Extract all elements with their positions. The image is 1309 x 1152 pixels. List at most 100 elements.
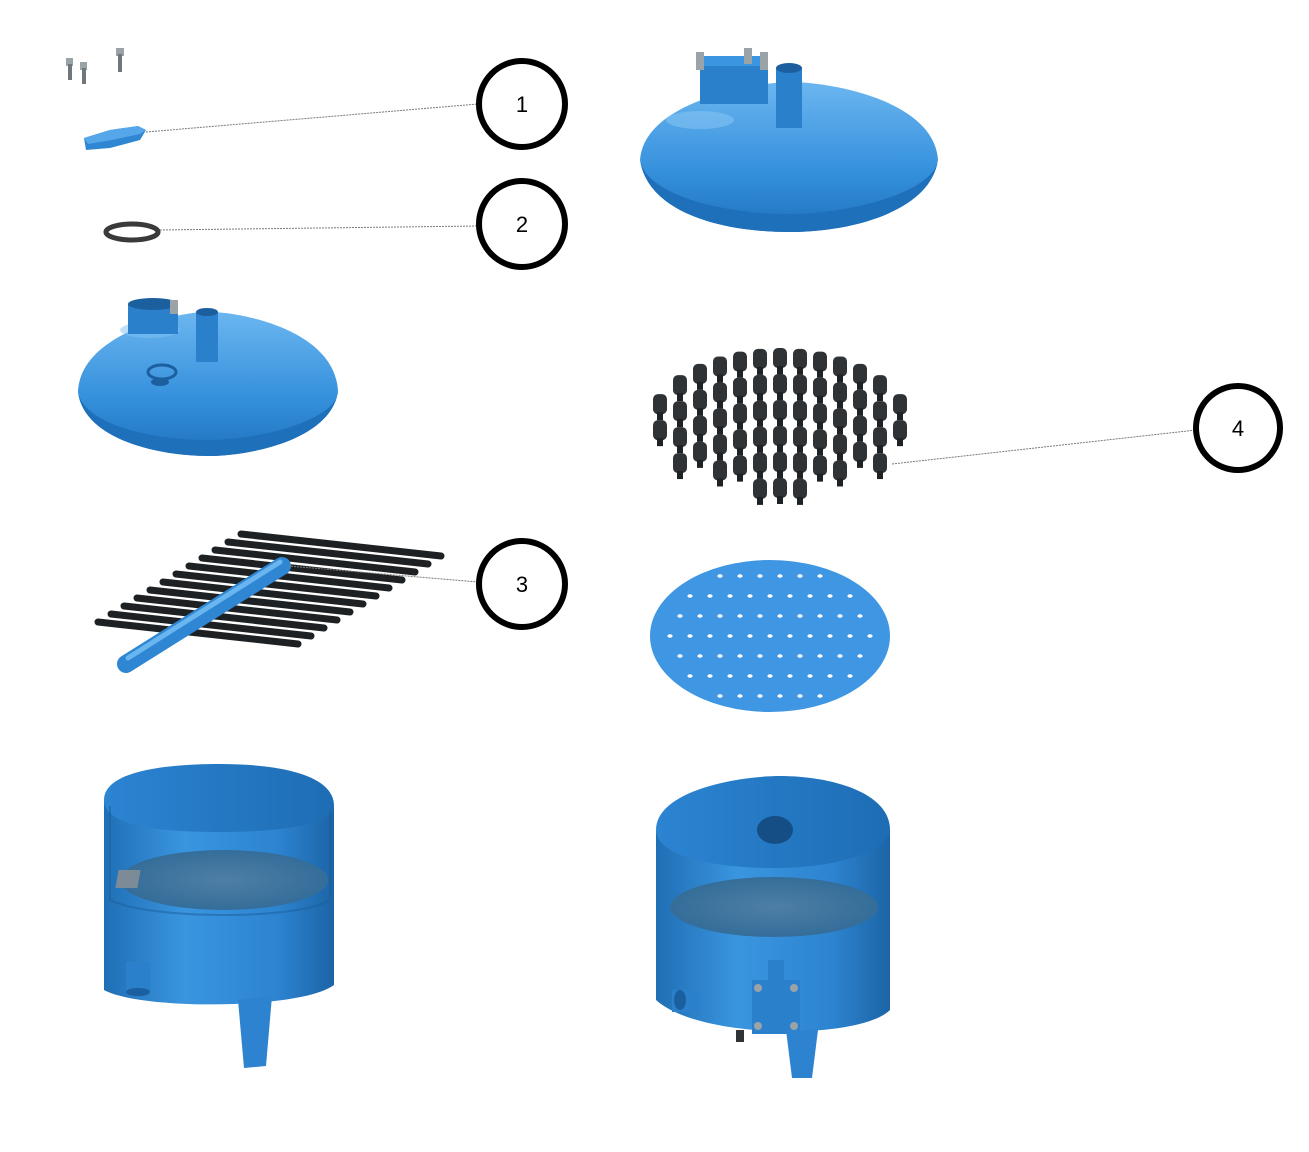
callout-3-label: 3 [516, 572, 528, 597]
nozzle [733, 455, 747, 482]
plate-hole [677, 614, 683, 618]
plate-hole [727, 594, 733, 598]
nozzle [713, 356, 727, 383]
nozzle [793, 478, 807, 505]
nozzle [833, 434, 847, 461]
plate-hole [717, 654, 723, 658]
nozzle [673, 427, 687, 454]
plate-hole [737, 614, 743, 618]
leader-line-2 [159, 225, 479, 231]
nozzle [793, 452, 807, 479]
plate-hole [737, 694, 743, 698]
plate-hole [837, 614, 843, 618]
nozzle [673, 453, 687, 480]
nozzle [833, 460, 847, 487]
plate-hole [747, 674, 753, 678]
nozzle [713, 434, 727, 461]
nozzle [833, 382, 847, 409]
dome-lid [78, 298, 338, 456]
vessel-body-right [656, 776, 890, 1078]
nozzle [693, 363, 707, 390]
nozzle [653, 394, 667, 421]
nozzle [733, 403, 747, 430]
nozzle [853, 389, 867, 416]
nozzle [853, 441, 867, 468]
plate-hole [707, 634, 713, 638]
nozzle [813, 351, 827, 378]
plate-holes [667, 574, 873, 698]
bolt-3 [116, 48, 124, 72]
plate-hole [747, 634, 753, 638]
plate-hole [757, 614, 763, 618]
plate-hole [837, 654, 843, 658]
callout-1: 1 [476, 58, 568, 150]
plate-hole [817, 654, 823, 658]
plate-hole [767, 594, 773, 598]
plate-hole [847, 674, 853, 678]
nozzle [753, 374, 767, 401]
plate-hole [817, 694, 823, 698]
manifold-pipe [117, 557, 291, 673]
nozzle [793, 374, 807, 401]
plate-hole [787, 634, 793, 638]
plate-hole [847, 634, 853, 638]
plate-hole [697, 614, 703, 618]
bolt-1 [66, 58, 73, 80]
nozzle [753, 426, 767, 453]
plate-hole [727, 674, 733, 678]
nozzle [773, 426, 787, 452]
lateral-pipe [146, 586, 354, 616]
nozzle [693, 441, 707, 468]
plate-hole [797, 574, 803, 578]
nozzle [773, 452, 787, 478]
nozzle [673, 401, 687, 428]
leader-lines [145, 103, 1197, 583]
nozzle [873, 401, 887, 428]
nozzle [713, 408, 727, 435]
nozzle [873, 375, 887, 402]
plate-hole [797, 654, 803, 658]
plate-hole [857, 654, 863, 658]
lateral-pipe [224, 538, 432, 568]
plate-hole [737, 654, 743, 658]
plate-hole [817, 574, 823, 578]
bolts [66, 48, 124, 84]
plate-hole [777, 574, 783, 578]
lateral-manifold [94, 530, 445, 673]
nozzle [793, 400, 807, 427]
plate-hole [757, 574, 763, 578]
dome-lid-assembled [640, 48, 938, 232]
plate-hole [817, 614, 823, 618]
nozzle [693, 415, 707, 442]
manifold-highlight [125, 559, 283, 661]
nozzle [893, 394, 907, 421]
lateral-pipe [211, 546, 419, 576]
leader-line-4 [891, 429, 1197, 465]
callout-3: 3 [476, 538, 568, 630]
plate-hole [777, 694, 783, 698]
nozzle [753, 452, 767, 479]
nozzle-plate [650, 560, 890, 712]
plate-hole [737, 574, 743, 578]
plate-hole [807, 634, 813, 638]
nozzle [833, 408, 847, 435]
nozzle [713, 382, 727, 409]
nozzle [813, 403, 827, 430]
nozzle [853, 415, 867, 442]
nozzle [733, 429, 747, 456]
nozzle [773, 478, 787, 504]
nozzle [853, 363, 867, 390]
nozzle [753, 348, 767, 375]
plate-hole [687, 674, 693, 678]
plate-hole [797, 694, 803, 698]
leader-line-1 [145, 103, 479, 133]
leader-line-3 [287, 565, 479, 583]
plate-hole [867, 634, 873, 638]
nozzle [873, 453, 887, 480]
nozzle [673, 375, 687, 402]
nozzle [773, 374, 787, 400]
lateral-pipe [159, 578, 367, 608]
lateral-pipe [107, 610, 315, 640]
plate-hole [767, 634, 773, 638]
nozzle [733, 351, 747, 378]
